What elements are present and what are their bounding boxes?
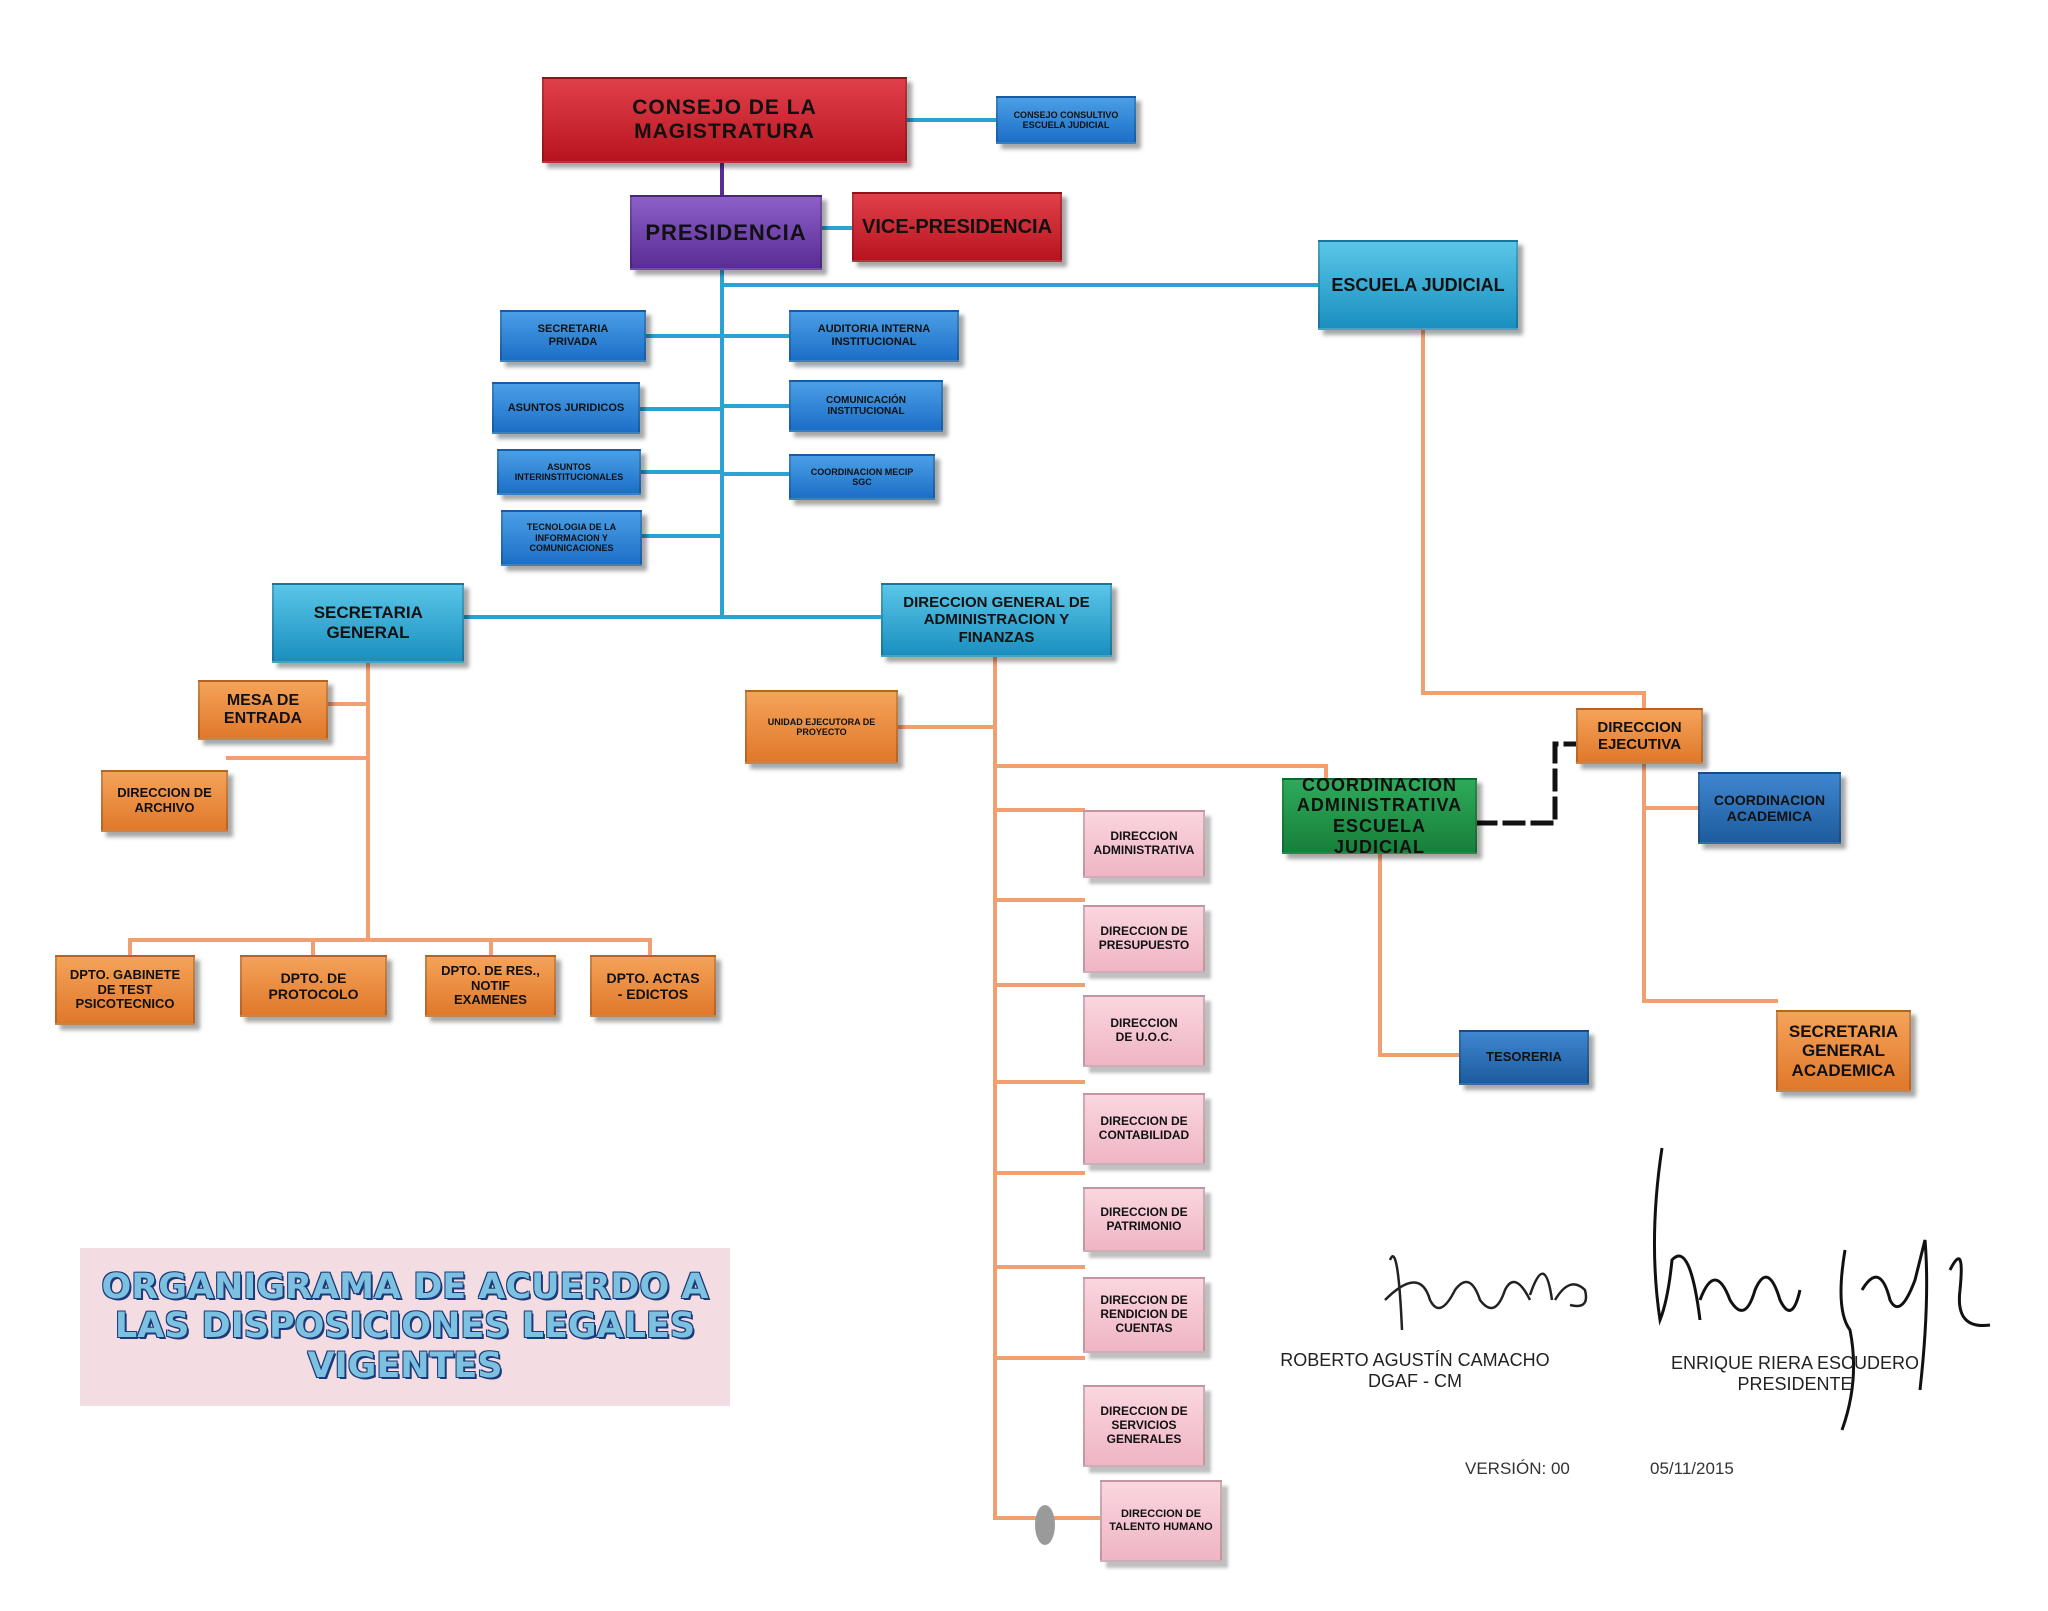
signer-right-role: PRESIDENTE xyxy=(1737,1374,1853,1394)
node-dir-administrativa: DIRECCION ADMINISTRATIVA xyxy=(1083,810,1205,878)
connector-escuela-down xyxy=(1421,328,1646,710)
node-presidencia: PRESIDENCIA xyxy=(630,195,822,270)
organigram-title-banner: ORGANIGRAMA DE ACUERDO A LAS DISPOSICION… xyxy=(80,1248,730,1406)
signer-left-role: DGAF - CM xyxy=(1368,1371,1462,1391)
node-dir-presupuesto: DIRECCION DE PRESUPUESTO xyxy=(1083,905,1205,973)
node-dpto-protocolo: DPTO. DE PROTOCOLO xyxy=(240,955,387,1017)
node-dgaf: DIRECCION GENERAL DE ADMINISTRACION Y FI… xyxy=(881,583,1112,657)
node-consejo: CONSEJO DE LA MAGISTRATURA xyxy=(542,77,907,163)
node-consejo-consultivo: CONSEJO CONSULTIVO ESCUELA JUDICIAL xyxy=(996,96,1136,144)
node-comunicacion: COMUNICACIÓN INSTITUCIONAL xyxy=(789,380,943,432)
node-direccion-ejecutiva: DIRECCION EJECUTIVA xyxy=(1576,708,1703,764)
node-tecnologia: TECNOLOGIA DE LA INFORMACION Y COMUNICAC… xyxy=(501,510,642,566)
signature-right xyxy=(1652,1147,1991,1431)
node-secretaria-privada: SECRETARIA PRIVADA xyxy=(500,310,646,362)
node-mesa-entrada: MESA DE ENTRADA xyxy=(198,680,328,740)
node-dpto-res: DPTO. DE RES., NOTIF EXAMENES xyxy=(425,955,556,1017)
node-dir-rendicion: DIRECCION DE RENDICION DE CUENTAS xyxy=(1083,1277,1205,1353)
node-escuela-judicial: ESCUELA JUDICIAL xyxy=(1318,240,1518,330)
node-secretaria-general-academica: SECRETARIA GENERAL ACADEMICA xyxy=(1776,1010,1911,1092)
node-dir-talento: DIRECCION DE TALENTO HUMANO xyxy=(1100,1480,1222,1562)
node-direccion-archivo: DIRECCION DE ARCHIVO xyxy=(101,770,228,832)
node-dpto-gabinete: DPTO. GABINETE DE TEST PSICOTECNICO xyxy=(55,955,195,1025)
version-label: VERSIÓN: 00 xyxy=(1465,1459,1570,1478)
node-coordinacion-academica: COORDINACION ACADEMICA xyxy=(1698,772,1841,844)
node-dpto-actas: DPTO. ACTAS - EDICTOS xyxy=(590,955,716,1017)
signer-right-name: ENRIQUE RIERA ESCUDERO xyxy=(1670,1353,1920,1373)
node-coord-administrativa: COORDINACION ADMINISTRATIVA ESCUELA JUDI… xyxy=(1282,775,1477,857)
date-label: 05/11/2015 xyxy=(1650,1459,1734,1478)
node-coordinacion-mecip: COORDINACION MECIP SGC xyxy=(789,454,935,500)
scan-smudge xyxy=(1035,1505,1055,1545)
node-dir-uoc: DIRECCION DE U.O.C. xyxy=(1083,995,1205,1067)
signature-left xyxy=(1384,1255,1588,1331)
dashed-link xyxy=(1474,741,1579,826)
organigram-title-text: ORGANIGRAMA DE ACUERDO A LAS DISPOSICION… xyxy=(101,1267,709,1386)
node-vice-presidencia: VICE-PRESIDENCIA xyxy=(852,192,1062,262)
connector-dir-ejecutiva-trunk xyxy=(1642,762,1778,1003)
node-unidad-ejecutora: UNIDAD EJECUTORA DE PROYECTO xyxy=(745,690,898,764)
node-dir-patrimonio: DIRECCION DE PATRIMONIO xyxy=(1083,1187,1205,1252)
node-asuntos-inter: ASUNTOS INTERINSTITUCIONALES xyxy=(497,449,641,495)
node-auditoria: AUDITORIA INTERNA INSTITUCIONAL xyxy=(789,310,959,362)
signature-left-caption: ROBERTO AGUSTÍN CAMACHO DGAF - CM xyxy=(1245,1350,1585,1392)
node-tesoreria: TESORERIA xyxy=(1459,1030,1589,1085)
node-dir-contabilidad: DIRECCION DE CONTABILIDAD xyxy=(1083,1093,1205,1165)
node-asuntos-juridicos: ASUNTOS JURIDICOS xyxy=(492,382,640,434)
signature-right-caption: ENRIQUE RIERA ESCUDERO PRESIDENTE xyxy=(1630,1353,1960,1395)
connector-coord-admin xyxy=(993,764,1328,780)
connector-tesoreria xyxy=(1378,852,1461,1057)
node-secretaria-general: SECRETARIA GENERAL xyxy=(272,583,464,663)
node-dir-servicios: DIRECCION DE SERVICIOS GENERALES xyxy=(1083,1385,1205,1467)
signer-left-name: ROBERTO AGUSTÍN CAMACHO xyxy=(1280,1350,1550,1370)
